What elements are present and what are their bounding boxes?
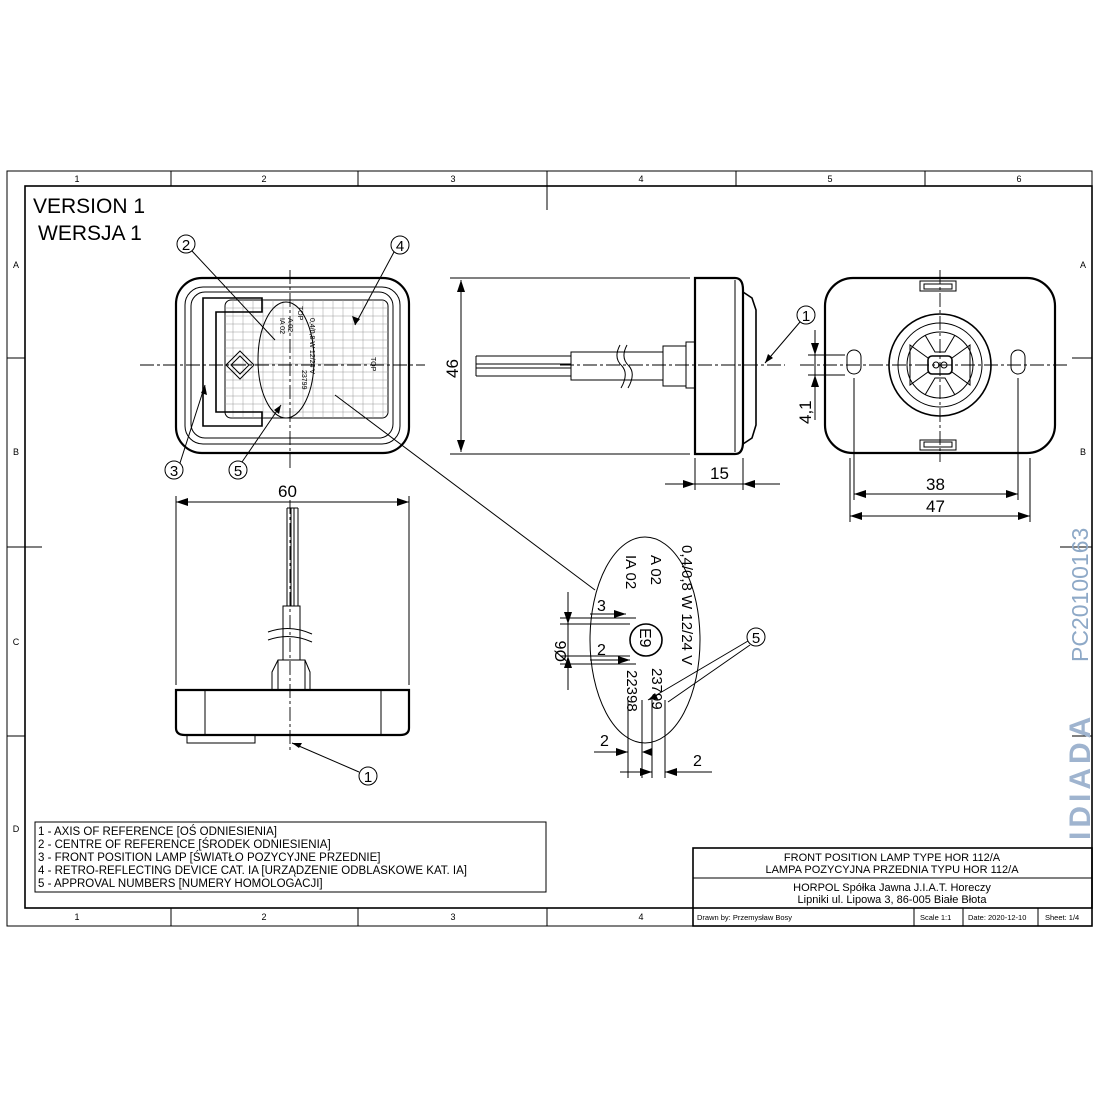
title-pl: LAMPA POZYCYJNA PRZEDNIA TYPU HOR 112/A xyxy=(765,864,1019,876)
zone-row-a-right: A xyxy=(1080,260,1086,270)
zone-col-4-top: 4 xyxy=(638,174,643,184)
callout-circle-5a xyxy=(228,460,248,480)
zone-col-1-top: 1 xyxy=(74,174,79,184)
front-code-ia: IA 02 xyxy=(278,318,285,334)
callout-3: 3 xyxy=(170,463,178,480)
zone-labels: 1 2 3 4 5 6 1 2 3 4 A B C D A B xyxy=(13,174,1086,922)
zone-row-b-left: B xyxy=(13,447,19,457)
bottom-view xyxy=(174,500,411,752)
callout-circle-1b xyxy=(358,766,378,786)
front-code-a: A 02 xyxy=(286,318,293,332)
front-power-mark: 0,4/0,8 W 12/24 V xyxy=(308,318,315,374)
title-block: FRONT POSITION LAMP TYPE HOR 112/A LAMPA… xyxy=(692,847,1093,927)
legend-item-4: 4 - RETRO-REFLECTING DEVICE CAT. IA [URZ… xyxy=(38,865,467,877)
rear-view xyxy=(800,270,1070,462)
zone-col-2-top: 2 xyxy=(261,174,266,184)
dim-detail-3: 3 xyxy=(597,598,606,615)
dim-4-1: 4,1 xyxy=(796,400,815,424)
legend-item-1: 1 - AXIS OF REFERENCE [OŚ ODNIESIENIA] xyxy=(38,825,277,838)
company-address: Lipniki ul. Lipowa 3, 86-005 Białe Błota xyxy=(798,894,988,906)
sheet-frame xyxy=(6,170,1093,927)
reflector-pattern xyxy=(224,299,389,419)
legend-box: 1 - AXIS OF REFERENCE [OŚ ODNIESIENIA] 2… xyxy=(34,821,547,893)
zone-row-a-left: A xyxy=(13,260,19,270)
legend-item-3: 3 - FRONT POSITION LAMP [ŚWIATŁO POZYCYJ… xyxy=(38,851,381,864)
callout-circle-3 xyxy=(164,460,184,480)
side-dimensions: 46 15 1 xyxy=(443,277,816,490)
dim-60: 60 xyxy=(278,482,297,501)
side-document-code: PC20100163 xyxy=(1067,528,1093,662)
callout-circle-5b xyxy=(746,627,766,647)
callout-circle-1a xyxy=(796,305,816,325)
callout-1-bottom: 1 xyxy=(364,769,372,786)
zone-col-2-bottom: 2 xyxy=(261,912,266,922)
zone-col-4-bottom: 4 xyxy=(638,912,643,922)
dim-47: 47 xyxy=(926,497,945,516)
zone-col-5-top: 5 xyxy=(827,174,832,184)
dim-detail-2a: 2 xyxy=(597,642,606,659)
zone-row-d-left: D xyxy=(13,824,20,834)
side-view xyxy=(475,276,785,456)
detail-emark: E9 xyxy=(636,628,653,648)
front-top-label: TOP xyxy=(369,357,376,372)
front-callouts: 2 4 3 5 xyxy=(164,234,596,591)
detail-approval-1: 23799 xyxy=(648,668,665,710)
dim-detail-phi6: Ø6 xyxy=(553,641,570,662)
legend-item-2: 2 - CENTRE OF REFERENCE [ŚRODEK ODNIESIE… xyxy=(38,838,331,851)
date: Date: 2020-12-10 xyxy=(968,913,1026,922)
title-en: FRONT POSITION LAMP TYPE HOR 112/A xyxy=(784,852,1001,864)
detail-approval-2: 22398 xyxy=(623,670,640,712)
drawn-by: Drawn by: Przemysław Bosy xyxy=(697,913,792,922)
sheet-number: Sheet: 1/4 xyxy=(1045,913,1079,922)
front-approval-1: 23799 xyxy=(300,370,307,390)
callout-1-side: 1 xyxy=(802,308,810,325)
detail-power-mark: 0,4/0,8 W 12/24 V xyxy=(678,545,695,665)
dim-15: 15 xyxy=(710,464,729,483)
callout-circle-4 xyxy=(390,235,410,255)
version-title-pl: WERSJA 1 xyxy=(38,222,142,245)
idiada-watermark: IDIADA xyxy=(1064,713,1097,840)
version-title-en: VERSION 1 xyxy=(33,195,145,218)
company-name: HORPOL Spółka Jawna J.I.A.T. Horeczy xyxy=(793,882,991,894)
detail-code-a: A 02 xyxy=(647,555,664,585)
callout-4: 4 xyxy=(396,238,404,255)
scale: Scale 1:1 xyxy=(920,913,951,922)
detail-dimensions: Ø6 3 2 2 2 5 xyxy=(553,592,766,778)
callout-5-detail: 5 xyxy=(752,630,760,647)
detail-view: 0,4/0,8 W 12/24 V A 02 IA 02 E9 23799 22… xyxy=(589,536,701,744)
bottom-dimensions: 60 1 xyxy=(175,482,410,786)
dim-detail-2c: 2 xyxy=(693,753,702,770)
zone-col-6-top: 6 xyxy=(1016,174,1021,184)
dim-38: 38 xyxy=(926,475,945,494)
dim-46: 46 xyxy=(443,359,462,378)
callout-circle-2 xyxy=(176,234,196,254)
front-view: TOP TOP 0,4/0,8 W 12/24 V A 02 IA 02 237… xyxy=(140,270,425,470)
legend-item-5: 5 - APPROVAL NUMBERS [NUMERY HOMOLOGACJI… xyxy=(38,878,323,890)
callout-5: 5 xyxy=(234,463,242,480)
rear-dimensions: 4,1 38 47 xyxy=(796,330,1031,522)
zone-col-1-bottom: 1 xyxy=(74,912,79,922)
front-top-label-2: TOP xyxy=(296,306,303,321)
zone-row-b-right: B xyxy=(1080,447,1086,457)
zone-col-3-bottom: 3 xyxy=(450,912,455,922)
zone-col-3-top: 3 xyxy=(450,174,455,184)
detail-code-ia: IA 02 xyxy=(622,555,639,589)
zone-row-c-left: C xyxy=(13,637,20,647)
callout-2: 2 xyxy=(182,237,190,254)
dim-detail-2b: 2 xyxy=(600,733,609,750)
